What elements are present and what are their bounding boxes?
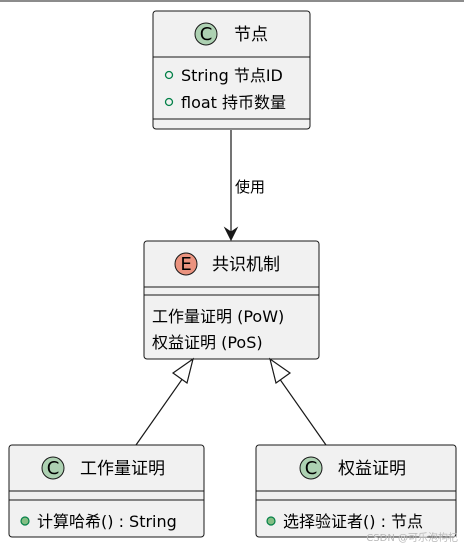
enum-badge-icon [174,252,198,276]
class-badge-icon [194,22,218,46]
field-visibility-icon [164,97,174,107]
inheritance-arrow-icon [171,357,194,385]
pos-class-title: 权益证明 [338,459,406,479]
method-visibility-icon [266,516,276,526]
class-badge-letter: C [200,24,213,45]
node-field-id: String 节点ID [181,66,283,85]
enum-value-pos: 权益证明 (PoS) [152,333,263,352]
pow-method: 计算哈希() : String [37,512,177,531]
uses-association: 使用 [223,130,265,242]
pow-generalization [135,357,194,446]
pos-method: 选择验证者() : 节点 [283,512,423,531]
pow-class-box: C 工作量证明 计算哈希() : String [8,444,205,538]
class-badge-letter: C [305,458,318,479]
class-badge-letter: C [47,458,60,479]
inheritance-arrow-icon [269,357,292,385]
consensus-enum-title: 共识机制 [212,255,280,275]
uses-label: 使用 [235,178,265,196]
class-badge-icon [299,456,323,480]
node-class-frame [152,10,311,130]
arrowhead-icon [223,226,239,242]
method-visibility-icon [20,516,30,526]
enum-badge-letter: E [180,254,191,275]
watermark-text: CSDN @可乐泡枸杞 [366,531,458,544]
node-class-title: 节点 [234,25,268,45]
pos-generalization [269,357,327,446]
class-badge-icon [41,456,65,480]
pow-class-title: 工作量证明 [80,459,165,479]
node-field-balance: float 持币数量 [181,93,286,112]
inheritance-line [135,377,184,446]
node-class-box: C 节点 String 节点ID float 持币数量 [152,10,311,130]
consensus-enum-box: E 共识机制 工作量证明 (PoW) 权益证明 (PoS) [143,240,320,360]
field-visibility-icon [164,70,174,80]
enum-value-pow: 工作量证明 (PoW) [152,307,284,326]
pos-class-box: C 权益证明 选择验证者() : 节点 [255,444,457,538]
inheritance-line [278,377,327,446]
